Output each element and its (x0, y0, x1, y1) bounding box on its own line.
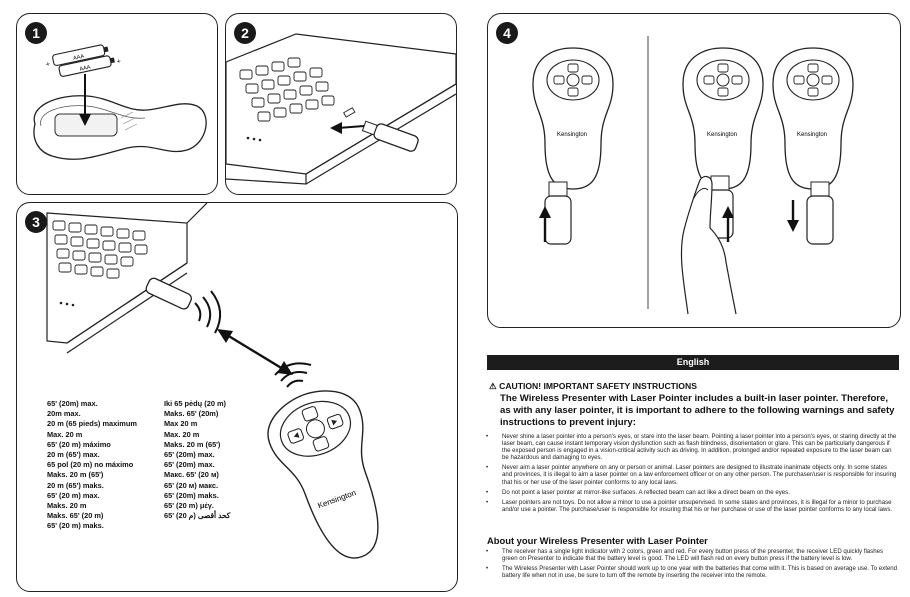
usb-receiver (806, 181, 834, 245)
range-item: 65' (20m) max. (164, 460, 215, 470)
range-item: 20 m (65 pieds) maximum (47, 419, 137, 429)
step-3-panel: Kensington 3 65' (20m) max. 20m max. 20 … (16, 202, 458, 592)
range-list-right: Iki 65 pėdų (20 m) Maks. 65' (20m) Max 2… (164, 399, 230, 521)
range-item: 65' (20 m) máximo (47, 439, 111, 449)
range-item: Maks. 20 m (65') (47, 470, 104, 480)
range-item: Max. 20 m (164, 429, 200, 439)
step-4-panel: Kensington Kensington Kensington 4 (487, 13, 901, 328)
presenter-remote: Kensington (532, 47, 614, 190)
usb-receiver (706, 175, 734, 239)
battery-label: AAA (73, 54, 85, 62)
range-item: 65' (20 m) max. (47, 490, 100, 500)
range-item: 65' (20m) maks. (164, 490, 219, 500)
range-item: 65' (20m) max. (164, 449, 215, 459)
range-item: Maks. 65' (20m) (164, 409, 219, 419)
battery-install-illustration: AAA AAA + + (33, 44, 207, 160)
presenter-remote: Kensington (772, 47, 854, 190)
range-item: 65' (20 م) كحد أقصى (164, 511, 231, 521)
warning-icon: ⚠ (489, 381, 497, 391)
svg-text:+: + (116, 58, 121, 66)
brand-logo: Kensington (797, 132, 827, 138)
range-item: 65 pol (20 m) no máximo (47, 460, 134, 470)
range-item: 65' (20 м) макс. (164, 480, 218, 490)
receiver-storage-illustration: Kensington Kensington Kensington (532, 36, 854, 315)
step-1-badge: 1 (25, 22, 47, 44)
range-list-left: 65' (20m) max. 20m max. 20 m (65 pieds) … (47, 399, 137, 531)
range-item: Maks. 20 m (65') (164, 439, 221, 449)
list-item: The receiver has a single light indicato… (486, 548, 898, 562)
range-item: Макс. 65' (20 м) (164, 470, 219, 480)
step-2-badge: 2 (234, 22, 256, 44)
svg-text:+: + (45, 61, 50, 69)
range-item: 20 m (65') maks. (47, 480, 104, 490)
about-list: The receiver has a single light indicato… (486, 548, 898, 582)
range-item: 65' (20 m) maks. (47, 521, 104, 531)
step-3-badge: 3 (25, 211, 47, 233)
range-item: 20m max. (47, 409, 81, 419)
brand-logo: Kensington (557, 132, 587, 138)
range-item: Iki 65 pėdų (20 m) (164, 399, 227, 408)
step-4-badge: 4 (496, 22, 518, 44)
range-item: Max. 20 m (47, 429, 83, 439)
battery-label: AAA (79, 65, 91, 73)
step-2-panel: 2 (225, 13, 457, 195)
language-header: English (487, 355, 899, 370)
usb-receiver (544, 181, 572, 245)
caution-heading-text: CAUTION! IMPORTANT SAFETY INSTRUCTIONS (499, 381, 697, 391)
range-item: 65' (20m) max. (47, 399, 98, 408)
range-item: 20 m (65') max. (47, 449, 100, 459)
list-item: Never aim a laser pointer anywhere on an… (486, 464, 898, 485)
presenter-remote: Kensington (682, 47, 764, 190)
caution-heading: ⚠ CAUTION! IMPORTANT SAFETY INSTRUCTIONS (489, 381, 697, 392)
range-item: Maks. 65' (20 m) (47, 511, 104, 521)
list-item: Never shine a laser pointer into a perso… (486, 433, 898, 461)
step-1-panel: AAA AAA + + 1 (16, 13, 218, 195)
range-item: 65' (20 m) μέγ. (164, 500, 214, 510)
about-heading: About your Wireless Presenter with Laser… (487, 535, 708, 546)
receiver-insert-laptop-illustration (226, 33, 456, 185)
brand-logo: Kensington (707, 132, 737, 138)
wireless-range-illustration: Kensington (46, 203, 379, 559)
range-item: Maks. 20 m (47, 500, 87, 510)
caution-lead: The Wireless Presenter with Laser Pointe… (500, 393, 895, 428)
range-item: Max 20 m (164, 419, 198, 429)
list-item: Laser pointers are not toys. Do not allo… (486, 499, 898, 513)
list-item: Do not point a laser pointer at mirror-l… (486, 489, 898, 496)
list-item: The Wireless Presenter with Laser Pointe… (486, 565, 898, 579)
caution-list: Never shine a laser pointer into a perso… (486, 433, 898, 516)
